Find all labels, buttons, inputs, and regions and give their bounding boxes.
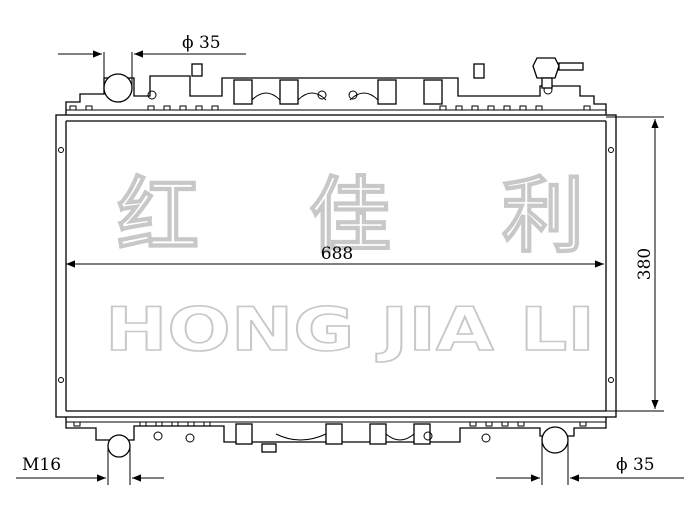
height-label: 380 — [635, 248, 655, 280]
inlet-pipe — [103, 73, 133, 103]
outlet-label: ϕ 35 — [616, 455, 655, 475]
top-tank — [65, 52, 607, 115]
width-label: 688 — [321, 244, 353, 264]
watermark-english: HONG JIA LI — [105, 295, 595, 365]
bottom-tank — [65, 417, 607, 485]
outlet-pipe — [541, 426, 569, 454]
drain-dimension: M16 — [16, 455, 164, 482]
inlet-label: ϕ 35 — [182, 33, 221, 53]
watermark-char-1: 红 — [117, 169, 199, 264]
outlet-dimension: ϕ 35 — [496, 455, 684, 482]
filler-cap — [532, 57, 584, 89]
width-dimension: 688 — [66, 244, 604, 268]
drain-label: M16 — [22, 455, 61, 475]
drain-plug — [107, 434, 131, 458]
watermark-char-2: 佳 — [309, 169, 391, 264]
radiator-core — [55, 114, 617, 418]
watermark: 红 佳 利 HONG JIA LI — [104, 168, 596, 366]
watermark-char-3: 利 — [502, 169, 584, 264]
inlet-dimension: ϕ 35 — [58, 33, 246, 58]
height-dimension: 380 — [606, 116, 664, 412]
